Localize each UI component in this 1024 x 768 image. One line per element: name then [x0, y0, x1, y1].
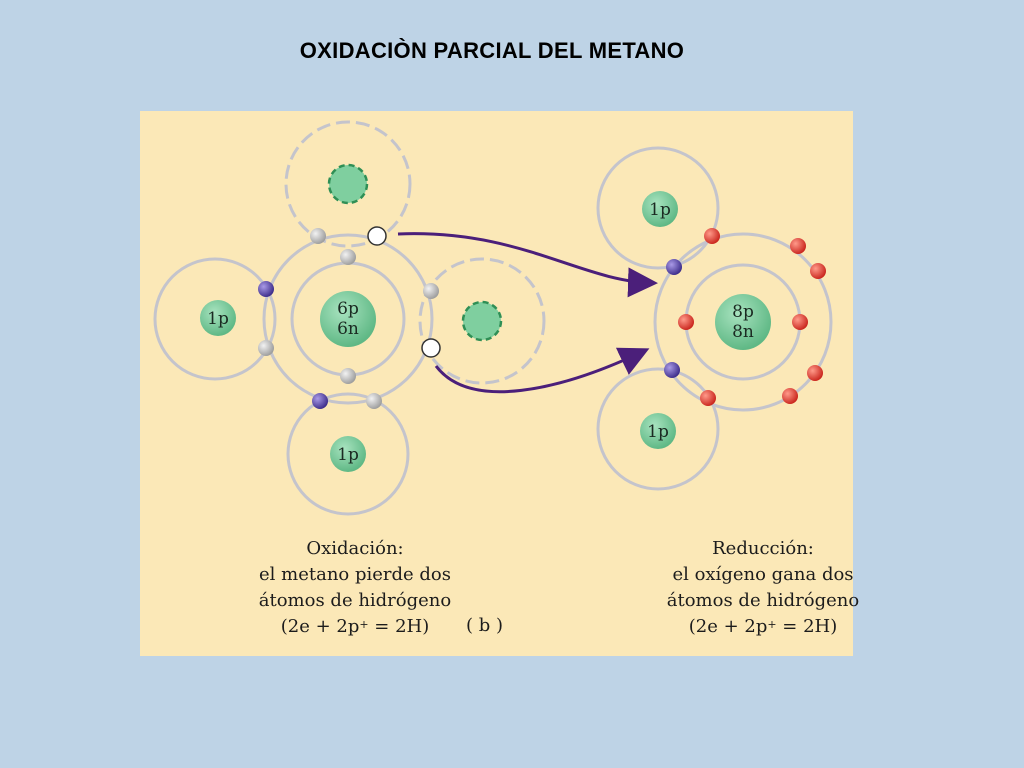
carbon-outer-orbit — [262, 233, 434, 405]
figure-label: ( b ) — [466, 615, 504, 636]
atom-diagram-svg: 6p 6n 1p 1p 8p — [153, 120, 833, 516]
oxygen-electron — [782, 388, 798, 404]
oxygen-outer-orbit — [653, 232, 833, 412]
electron — [366, 393, 382, 409]
hydrogen-label-top-right: 1p — [649, 200, 671, 220]
electron — [340, 249, 356, 265]
oxygen-electron — [810, 263, 826, 279]
reduction-formula: (2e + 2p+ = 2H) — [688, 616, 838, 637]
gained-electron-bottom — [664, 362, 680, 378]
oxidation-line-2: átomos de hidrógeno — [258, 590, 452, 611]
hydrogen-orbit-left — [153, 257, 277, 381]
hydrogen-electron — [312, 393, 328, 409]
hydrogen-label-bottom-right: 1p — [647, 422, 669, 442]
gained-electron-top — [666, 259, 682, 275]
hydrogen-nucleus-left — [200, 300, 236, 336]
oxygen-neutrons-label: 8n — [732, 322, 754, 342]
hydrogen-orbit-bottom-right — [596, 367, 720, 491]
oxygen-electron — [678, 314, 694, 330]
oxygen-electron — [807, 365, 823, 381]
hydrogen-label-left: 1p — [207, 309, 229, 329]
departing-hydrogen-orbit-right — [418, 257, 546, 385]
methane-oxidation-diagram: 6p 6n 1p 1p 8p — [140, 111, 859, 656]
oxidation-heading: Oxidación: — [306, 538, 404, 559]
oxygen-electron — [792, 314, 808, 330]
hydrogen-nucleus-top-right — [642, 191, 678, 227]
electron — [340, 368, 356, 384]
oxygen-nucleus — [715, 294, 771, 350]
oxidation-caption: Oxidación: el metano pierde dos átomos d… — [210, 536, 500, 640]
reduction-caption: Reducción: el oxígeno gana dos átomos de… — [618, 536, 908, 640]
electron — [258, 340, 274, 356]
departing-hydrogen-nucleus-top — [327, 163, 369, 205]
hydrogen-nucleus-bottom-right — [640, 413, 676, 449]
slide-title: OXIDACIÒN PARCIAL DEL METANO — [299, 38, 685, 63]
reduction-line-1: el oxígeno gana dos — [672, 564, 854, 585]
hydrogen-electron — [258, 281, 274, 297]
hydrogen-label-bottom: 1p — [337, 445, 359, 465]
hydrogen-nucleus-bottom — [330, 436, 366, 472]
electron — [423, 283, 439, 299]
hydrogen-orbit-bottom — [286, 392, 410, 516]
oxidation-formula: (2e + 2p+ = 2H) — [280, 616, 430, 637]
oxygen-electron — [700, 390, 716, 406]
transfer-arrow-top — [397, 232, 658, 298]
reduction-heading: Reducción: — [712, 538, 814, 559]
carbon-nucleus — [320, 291, 376, 347]
oxygen-protons-label: 8p — [732, 302, 754, 322]
electron — [310, 228, 326, 244]
oxygen-electron — [704, 228, 720, 244]
hydrogen-orbit-top-right — [596, 146, 720, 270]
methane-molecule: 6p 6n 1p 1p — [153, 120, 546, 516]
departing-electron-right — [421, 338, 441, 358]
carbon-protons-label: 6p — [337, 299, 359, 319]
departing-hydrogen-nucleus-right — [461, 300, 503, 342]
transfer-arrow-bottom — [434, 347, 650, 394]
departing-hydrogen-orbit-top — [284, 120, 412, 248]
departing-electron-top — [367, 226, 387, 246]
water-molecule: 8p 8n 1p 1p — [596, 146, 833, 491]
oxygen-electron — [790, 238, 806, 254]
oxidation-line-1: el metano pierde dos — [259, 564, 451, 585]
reduction-line-2: átomos de hidrógeno — [666, 590, 860, 611]
carbon-neutrons-label: 6n — [337, 319, 359, 339]
